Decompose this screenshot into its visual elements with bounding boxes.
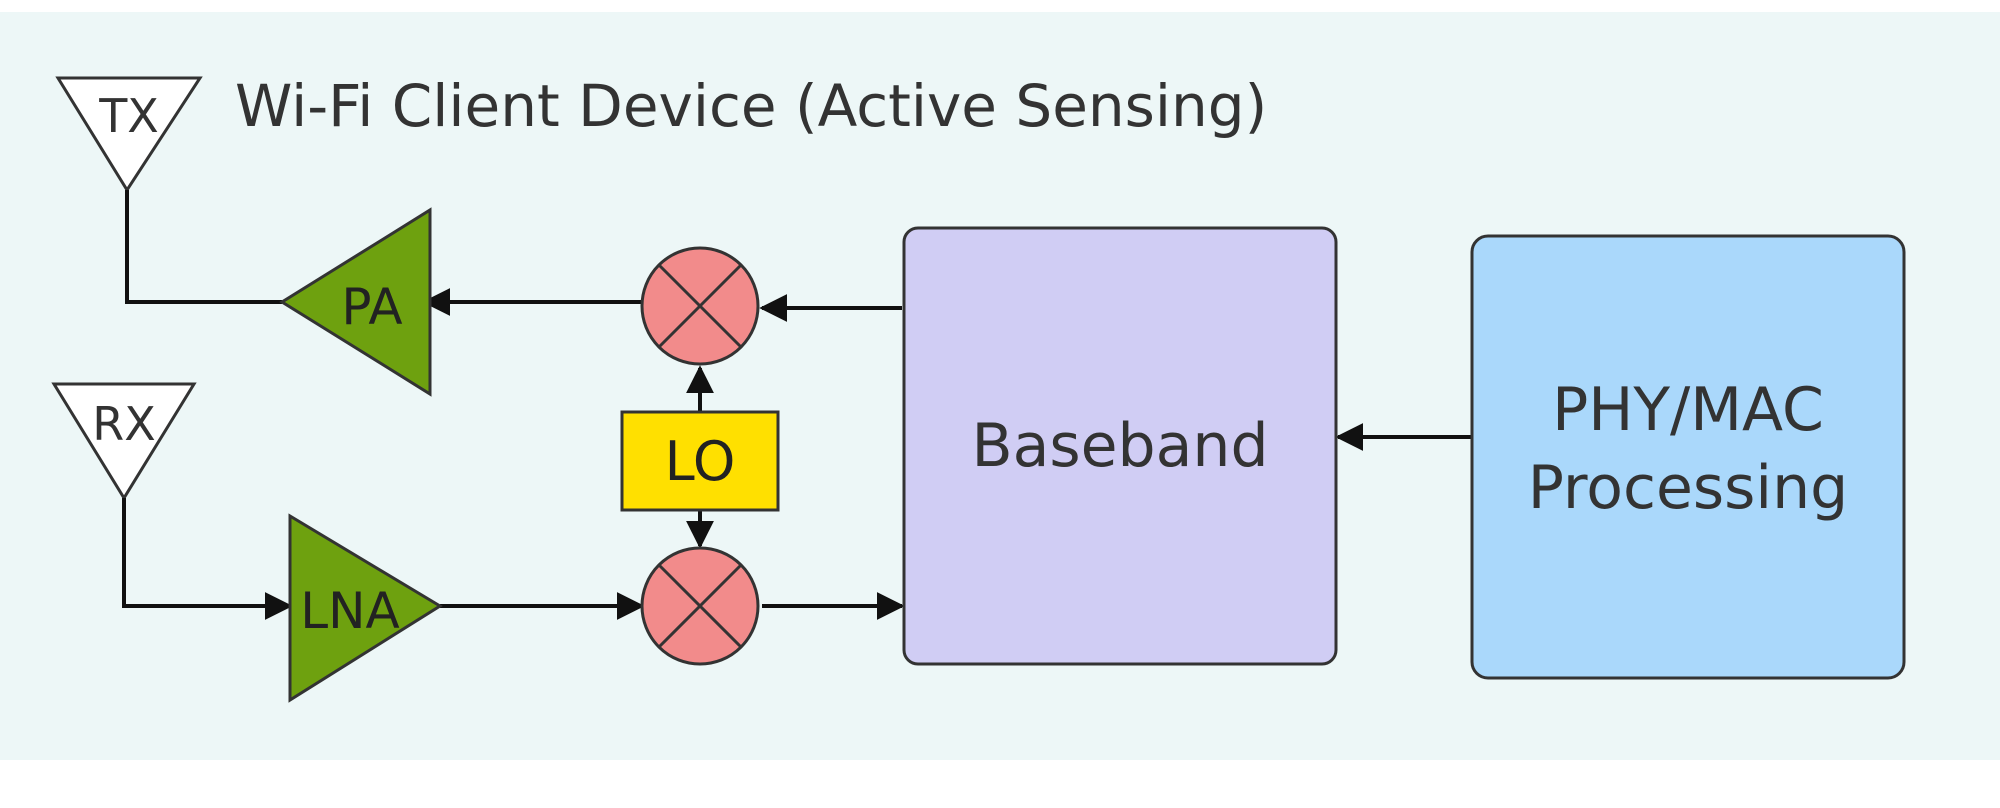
tx-mixer-cross-2 <box>657 263 743 349</box>
tx-mixer <box>640 246 760 366</box>
tx-antenna-icon <box>55 76 203 193</box>
lo-box <box>620 410 780 512</box>
pa-label: PA <box>341 278 402 336</box>
tx-label: TX <box>98 89 159 143</box>
lna-triangle <box>288 513 443 703</box>
connections <box>122 190 1472 620</box>
phy-mac-block: PHY/MAC Processing <box>1470 234 1906 680</box>
local-oscillator: LO <box>620 410 780 512</box>
rx-mixer-cross-2 <box>657 563 743 649</box>
pa-amplifier: PA <box>279 207 432 397</box>
baseband-label: Baseband <box>971 411 1268 481</box>
phy-mac-label-line2: Processing <box>1528 453 1848 523</box>
rx-mixer <box>640 546 760 666</box>
rx-antenna: RX <box>51 382 197 501</box>
diagram-title: Wi-Fi Client Device (Active Sensing) <box>235 72 1267 140</box>
lna-amplifier: LNA <box>288 513 443 703</box>
phy-mac-label-line1: PHY/MAC <box>1552 375 1824 445</box>
lo-label: LO <box>665 430 736 493</box>
baseband-box <box>902 226 1338 666</box>
tx-antenna-to-pa-line <box>125 190 282 304</box>
tx-antenna: TX <box>55 76 203 193</box>
rx-label: RX <box>92 397 155 451</box>
baseband-block: Baseband <box>902 226 1338 666</box>
pa-triangle <box>279 207 432 397</box>
lna-label: LNA <box>300 582 399 640</box>
rx-antenna-to-lna-arrow <box>122 498 293 620</box>
rx-antenna-icon <box>51 382 197 501</box>
phy-mac-box <box>1470 234 1906 680</box>
